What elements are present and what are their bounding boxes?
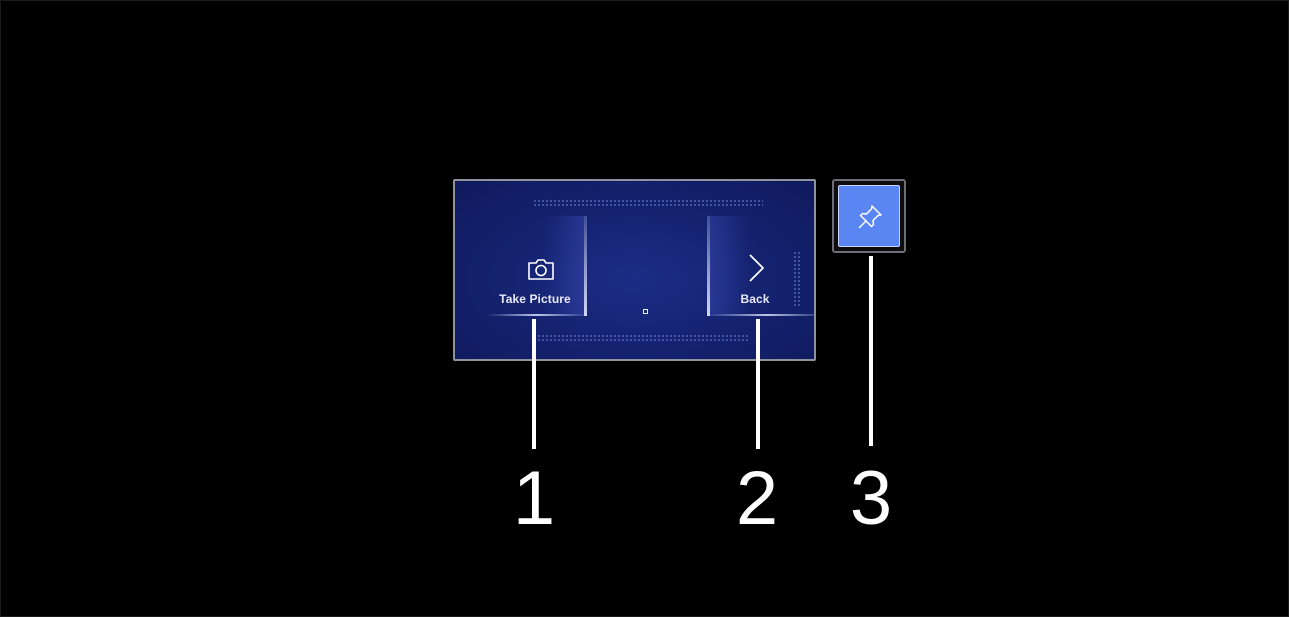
callout-number-2: 2 — [735, 456, 779, 541]
pin-icon — [858, 205, 882, 229]
cursor-dot — [643, 309, 648, 314]
camera-icon — [525, 253, 557, 285]
callout-number-1: 1 — [512, 456, 556, 541]
button-edge — [584, 216, 587, 316]
hand-menu-panel: Take Picture Back — [453, 179, 816, 361]
button-glow — [544, 216, 584, 316]
panel-decor-bottom — [533, 334, 748, 342]
pin-button[interactable] — [832, 179, 906, 253]
callout-line-1 — [532, 319, 536, 449]
button-glow — [710, 216, 750, 316]
back-button[interactable]: Back — [707, 216, 814, 316]
callout-line-3 — [869, 256, 873, 446]
take-picture-label: Take Picture — [499, 292, 571, 306]
button-edge — [707, 216, 710, 316]
callout-number-3: 3 — [849, 456, 893, 541]
panel-decor-right — [793, 251, 801, 307]
back-label: Back — [740, 292, 770, 306]
panel-decor-top — [533, 199, 763, 207]
button-base — [707, 314, 814, 316]
pin-button-face — [838, 185, 900, 247]
button-base — [487, 314, 587, 316]
callout-line-2 — [756, 319, 760, 449]
take-picture-button[interactable]: Take Picture — [487, 216, 587, 316]
chevron-right-icon — [739, 252, 771, 284]
